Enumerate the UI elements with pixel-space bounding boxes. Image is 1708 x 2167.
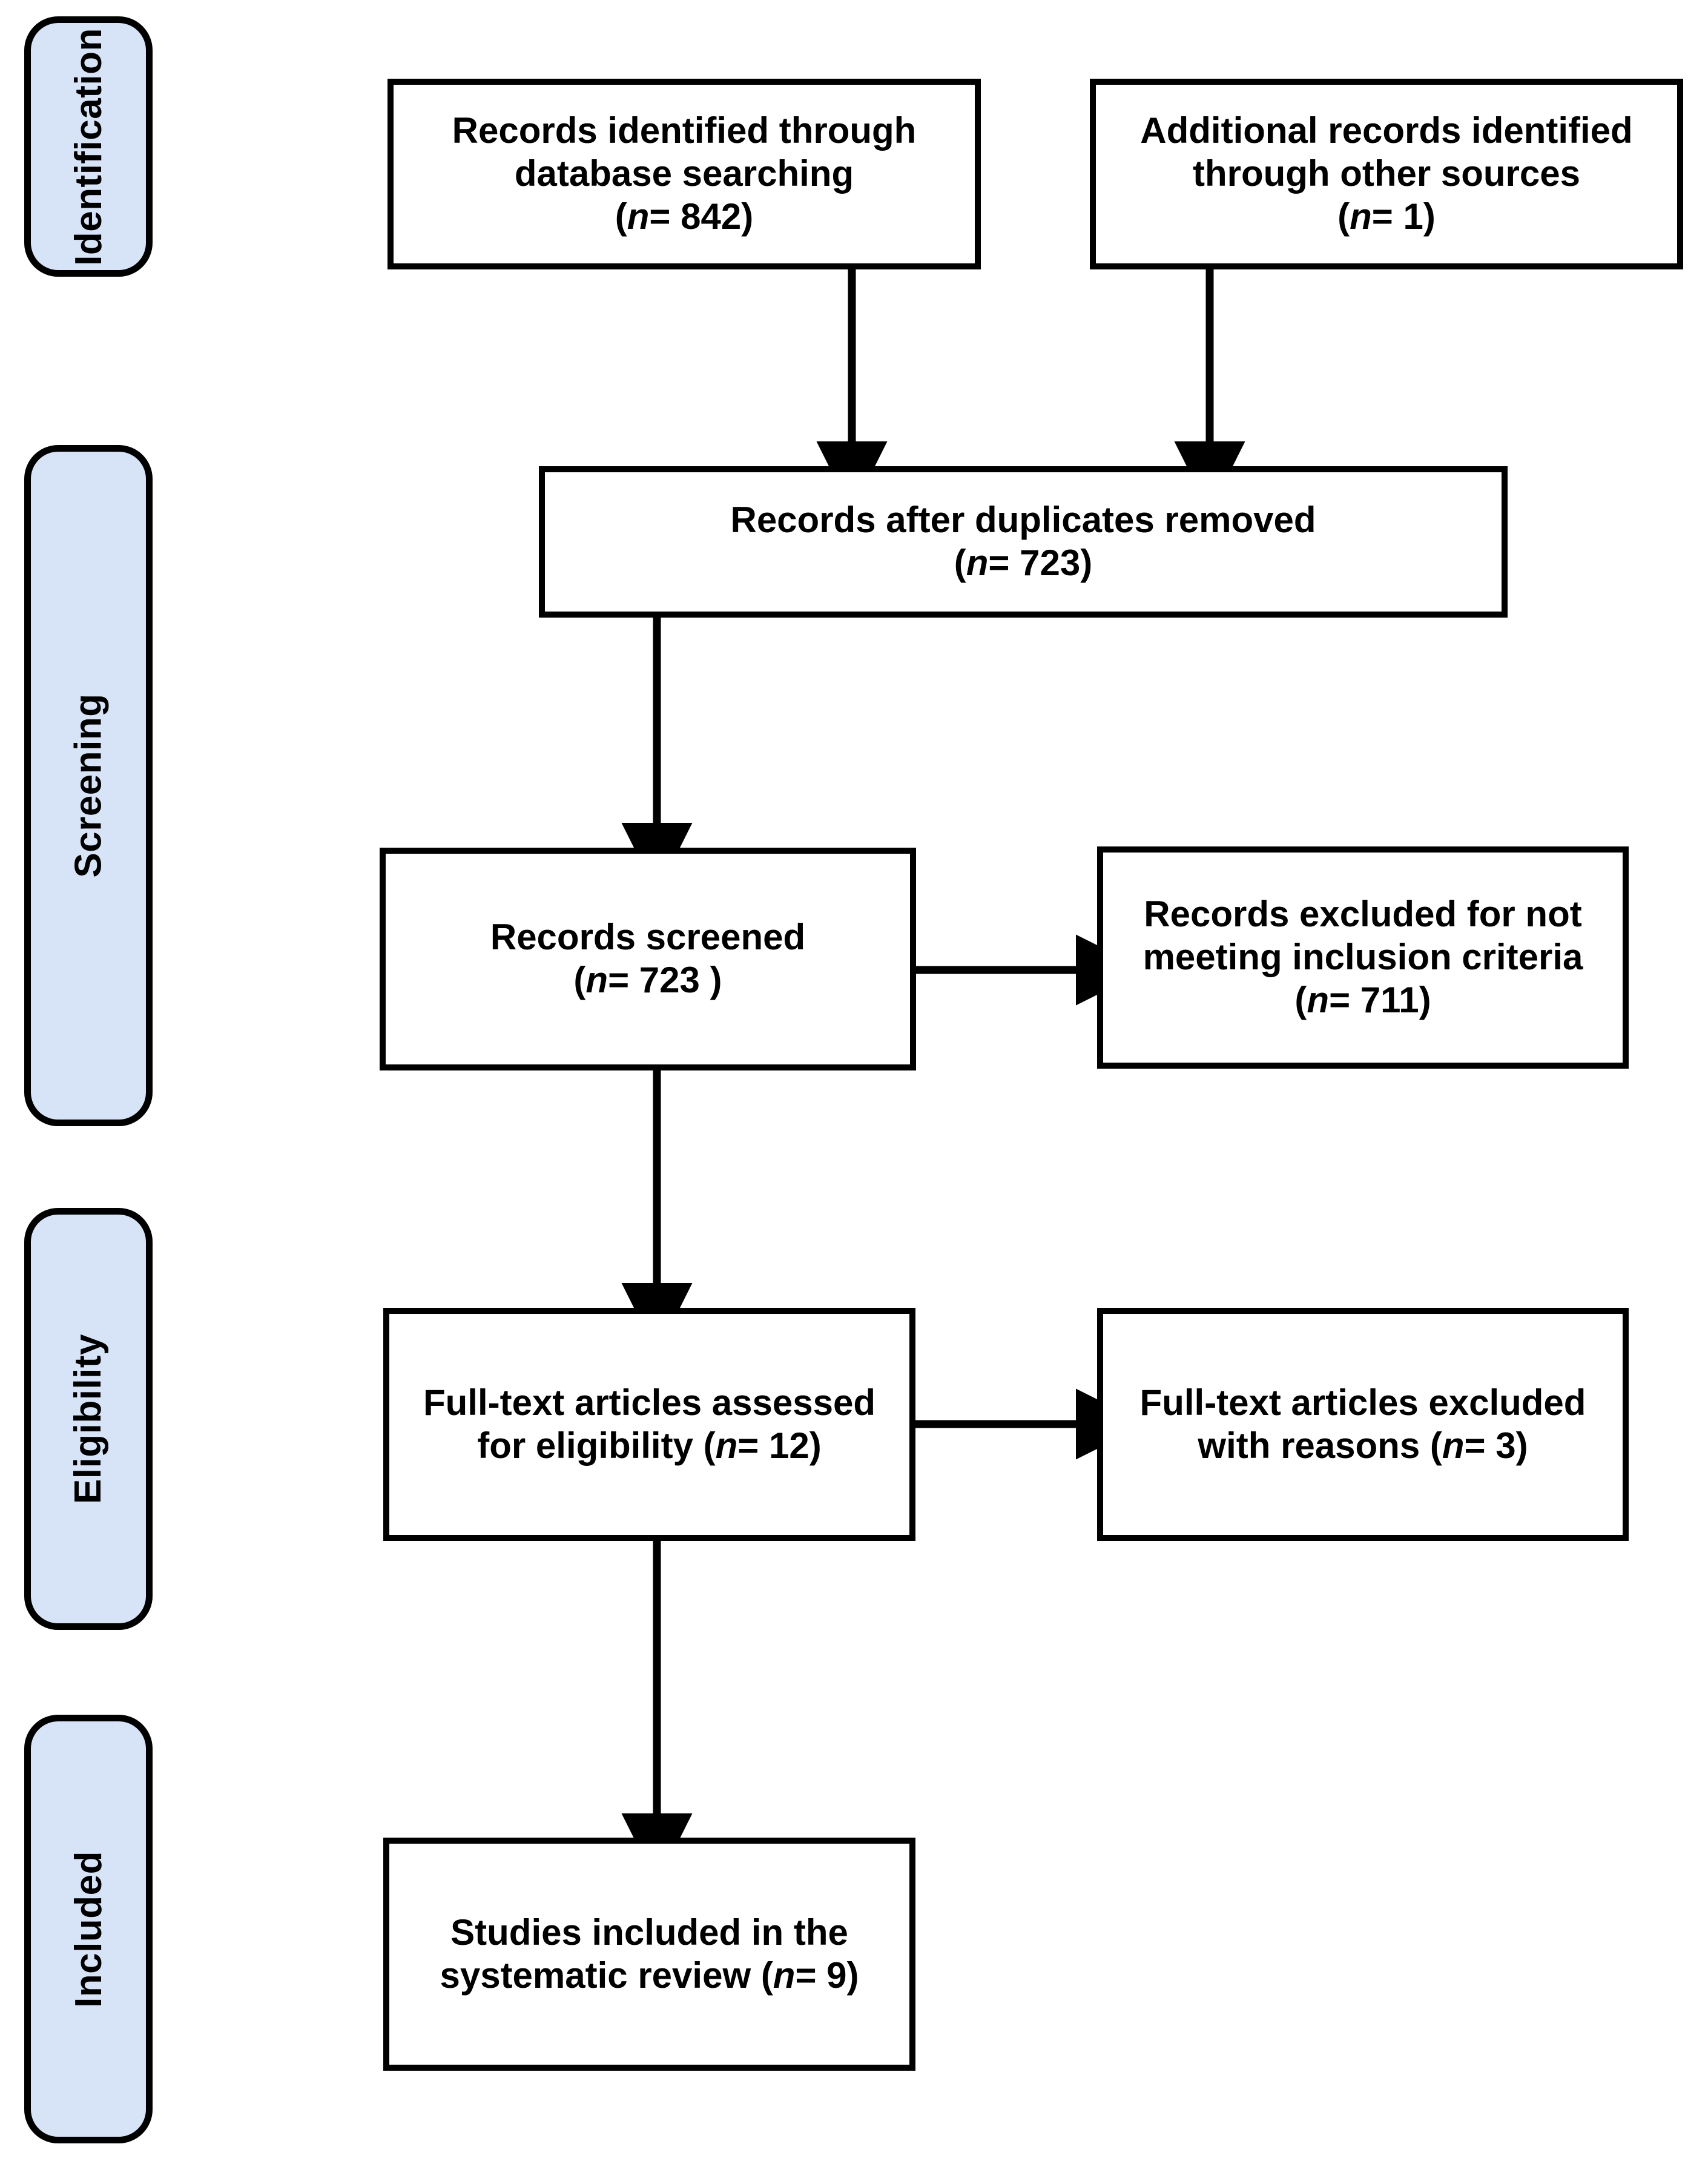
duplicates-line1: Records after duplicates removed — [730, 500, 1316, 541]
box-records-excluded: Records excluded for not meeting inclusi… — [1097, 846, 1629, 1069]
excluded-paren-open: ( — [1294, 979, 1307, 1020]
box-text-studies-included: Studies included in the systematic revie… — [440, 1911, 859, 1997]
box-records-identified-database: Records identified through database sear… — [387, 79, 981, 269]
other-sources-paren-close: ) — [1423, 196, 1436, 237]
fulltext-excluded-line1: Full-text articles excluded — [1139, 1382, 1586, 1423]
fulltext-excluded-n-symbol: n — [1442, 1425, 1465, 1466]
box-records-screened: Records screened (n= 723 ) — [380, 848, 916, 1070]
db-search-n-symbol: n — [627, 196, 650, 237]
fulltext-assessed-count: 12 — [768, 1425, 809, 1466]
screened-n-symbol: n — [585, 960, 608, 1000]
fulltext-assessed-paren-close: ) — [809, 1425, 822, 1466]
other-sources-paren-open: ( — [1337, 196, 1350, 237]
stage-label-eligibility: Eligibility — [67, 1333, 110, 1505]
db-search-line2: database searching — [514, 153, 854, 194]
box-text-records-after-duplicates-removed: Records after duplicates removed (n= 723… — [730, 499, 1316, 585]
other-sources-count: 1 — [1403, 196, 1423, 237]
db-search-paren-close: ) — [741, 196, 754, 237]
studies-included-line2-prefix: systematic review — [440, 1954, 761, 1996]
excluded-n-symbol: n — [1307, 979, 1330, 1020]
box-studies-included: Studies included in the systematic revie… — [383, 1838, 915, 2071]
stage-label-screening: Screening — [67, 693, 110, 878]
box-text-records-excluded: Records excluded for not meeting inclusi… — [1143, 893, 1583, 1021]
db-search-line1: Records identified through — [452, 110, 917, 151]
other-sources-n-symbol: n — [1350, 196, 1372, 237]
duplicates-equals: = — [988, 543, 1020, 583]
studies-included-paren-close: ) — [846, 1954, 859, 1996]
stage-pill-screening: Screening — [24, 445, 153, 1126]
db-search-paren-open: ( — [615, 196, 627, 237]
other-sources-line1: Additional records identified — [1140, 110, 1633, 151]
stage-pill-identification: Identification — [24, 16, 153, 277]
box-text-fulltext-excluded: Full-text articles excluded with reasons… — [1140, 1382, 1586, 1468]
stage-label-identification: Identification — [67, 27, 110, 266]
box-records-after-duplicates-removed: Records after duplicates removed (n= 723… — [539, 466, 1508, 618]
excluded-line2: meeting inclusion criteria — [1143, 937, 1583, 978]
fulltext-excluded-paren-close: ) — [1515, 1425, 1528, 1466]
fulltext-excluded-paren-open: ( — [1429, 1425, 1442, 1466]
duplicates-paren-open: ( — [954, 543, 966, 583]
other-sources-equals: = — [1371, 196, 1403, 237]
duplicates-count: 723 — [1020, 543, 1081, 583]
studies-included-line1: Studies included in the — [450, 1911, 848, 1953]
excluded-line1: Records excluded for not — [1144, 894, 1582, 935]
screened-paren-close: ) — [699, 960, 722, 1000]
screened-count: 723 — [639, 960, 700, 1000]
fulltext-assessed-equals: = — [737, 1425, 769, 1466]
stage-pill-eligibility: Eligibility — [24, 1208, 153, 1630]
screened-line1: Records screened — [490, 917, 806, 958]
db-search-count: 842 — [681, 196, 742, 237]
fulltext-assessed-paren-open: ( — [703, 1425, 716, 1466]
duplicates-paren-close: ) — [1080, 543, 1093, 583]
studies-included-paren-open: ( — [760, 1954, 773, 1996]
box-additional-records-other-sources: Additional records identified through ot… — [1090, 79, 1683, 269]
screened-equals: = — [608, 960, 639, 1000]
fulltext-excluded-count: 3 — [1495, 1425, 1516, 1466]
fulltext-excluded-equals: = — [1464, 1425, 1496, 1466]
box-text-additional-records-other-sources: Additional records identified through ot… — [1140, 110, 1632, 238]
stage-label-included: Included — [67, 1850, 110, 2008]
fulltext-assessed-line1: Full-text articles assessed — [423, 1382, 876, 1423]
stage-pill-included: Included — [24, 1715, 153, 2143]
box-fulltext-assessed: Full-text articles assessed for eligibil… — [383, 1308, 915, 1541]
studies-included-n-symbol: n — [773, 1954, 796, 1996]
box-text-fulltext-assessed: Full-text articles assessed for eligibil… — [423, 1382, 875, 1468]
excluded-paren-close: ) — [1419, 979, 1431, 1020]
box-fulltext-excluded: Full-text articles excluded with reasons… — [1097, 1308, 1629, 1541]
studies-included-equals: = — [795, 1954, 827, 1996]
screened-paren-open: ( — [573, 960, 586, 1000]
fulltext-excluded-line2-prefix: with reasons — [1198, 1425, 1430, 1466]
duplicates-n-symbol: n — [966, 543, 989, 583]
studies-included-count: 9 — [826, 1954, 847, 1996]
box-text-records-identified-database: Records identified through database sear… — [452, 110, 917, 238]
fulltext-assessed-line2-prefix: for eligibility — [477, 1425, 704, 1466]
excluded-equals: = — [1329, 979, 1360, 1020]
other-sources-line2: through other sources — [1192, 153, 1581, 194]
excluded-count: 711 — [1360, 979, 1419, 1020]
box-text-records-screened: Records screened (n= 723 ) — [490, 916, 805, 1002]
db-search-equals: = — [649, 196, 681, 237]
fulltext-assessed-n-symbol: n — [715, 1425, 738, 1466]
